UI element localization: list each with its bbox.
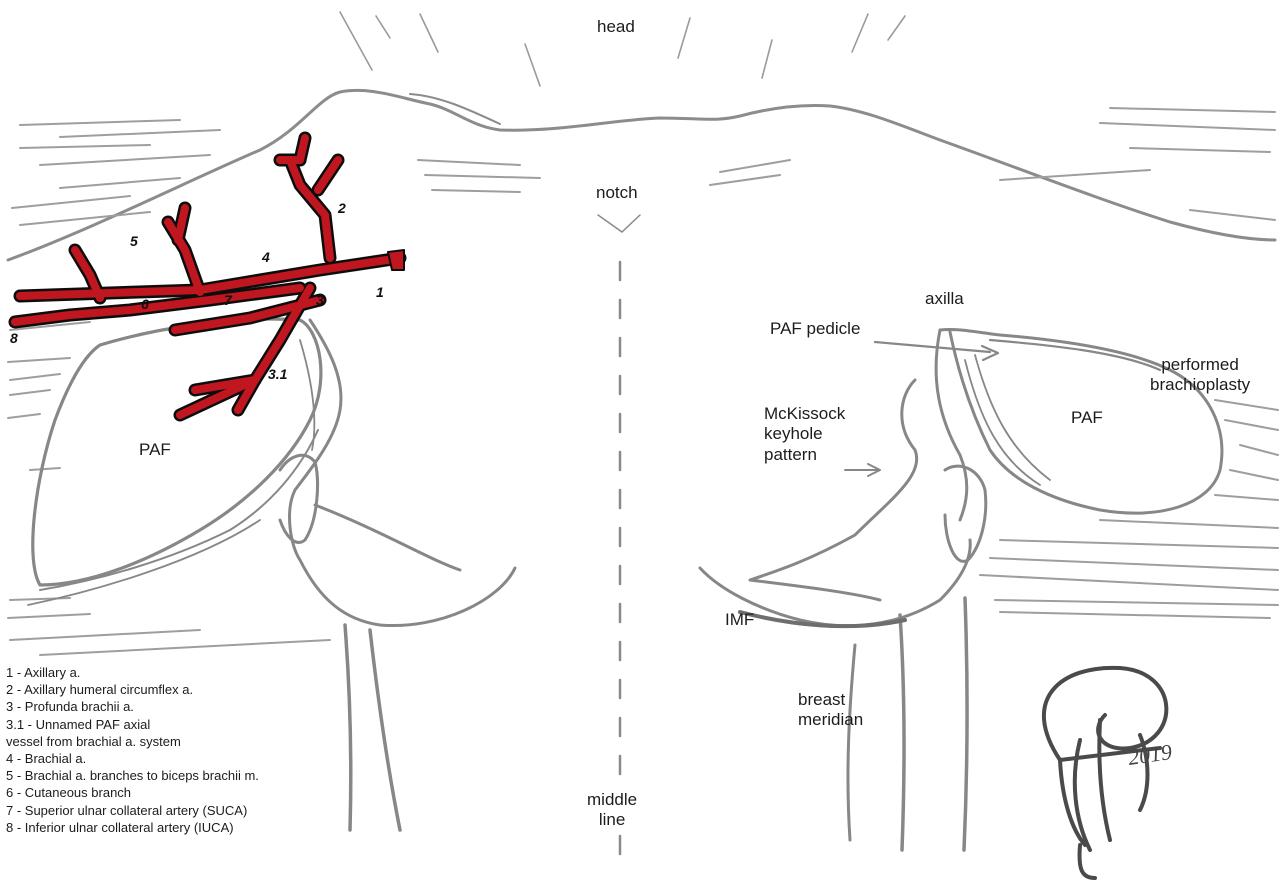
label-mckissock-line-3: pattern — [764, 445, 845, 465]
artery-number-1: 1 — [376, 284, 384, 300]
label-imf: IMF — [725, 610, 754, 630]
legend-item: 4 - Brachial a. — [6, 750, 259, 767]
legend-item: 1 - Axillary a. — [6, 664, 259, 681]
label-axilla: axilla — [925, 289, 964, 309]
legend-item: 2 - Axillary humeral circumflex a. — [6, 681, 259, 698]
label-paf-right: PAF — [1071, 408, 1103, 428]
artery-number-7: 7 — [224, 292, 232, 308]
legend-item: 5 - Brachial a. branches to biceps brach… — [6, 767, 259, 784]
label-middle-line-2: line — [587, 810, 637, 830]
legend-item: 3 - Profunda brachii a. — [6, 698, 259, 715]
label-middle-line: middle line — [587, 790, 637, 831]
label-breast-meridian-line-1: breast — [798, 690, 863, 710]
artery-legend: 1 - Axillary a. 2 - Axillary humeral cir… — [6, 664, 259, 836]
artery-tree — [15, 138, 404, 415]
legend-item: 6 - Cutaneous branch — [6, 784, 259, 801]
artery-number-3: 3 — [316, 292, 324, 308]
skin-tension-lines — [8, 108, 1278, 655]
label-mckissock-line-1: McKissock — [764, 404, 845, 424]
label-mckissock-line-2: keyhole — [764, 424, 845, 444]
legend-item: 3.1 - Unnamed PAF axial — [6, 716, 259, 733]
legend-item: vessel from brachial a. system — [6, 733, 259, 750]
label-mckissock: McKissock keyhole pattern — [764, 404, 845, 465]
label-performed-line-1: performed — [1150, 355, 1250, 375]
label-head: head — [597, 17, 635, 37]
legend-item: 8 - Inferior ulnar collateral artery (IU… — [6, 819, 259, 836]
label-paf-pedicle: PAF pedicle — [770, 319, 860, 339]
artery-number-6: 6 — [141, 296, 149, 312]
midline-dashes — [598, 215, 640, 854]
label-breast-meridian: breast meridian — [798, 690, 863, 731]
label-performed-line-2: brachioplasty — [1150, 375, 1250, 395]
signature-mark — [1044, 668, 1166, 878]
legend-item: 7 - Superior ulnar collateral artery (SU… — [6, 802, 259, 819]
label-performed-brachioplasty: performed brachioplasty — [1150, 355, 1250, 396]
artery-number-5: 5 — [130, 233, 138, 249]
label-middle-line-1: middle — [587, 790, 637, 810]
label-breast-meridian-line-2: meridian — [798, 710, 863, 730]
label-notch: notch — [596, 183, 638, 203]
artery-number-3-1: 3.1 — [268, 366, 287, 382]
artery-number-8: 8 — [10, 330, 18, 346]
artery-number-2: 2 — [338, 200, 346, 216]
label-paf-left: PAF — [139, 440, 171, 460]
artery-number-4: 4 — [262, 249, 270, 265]
